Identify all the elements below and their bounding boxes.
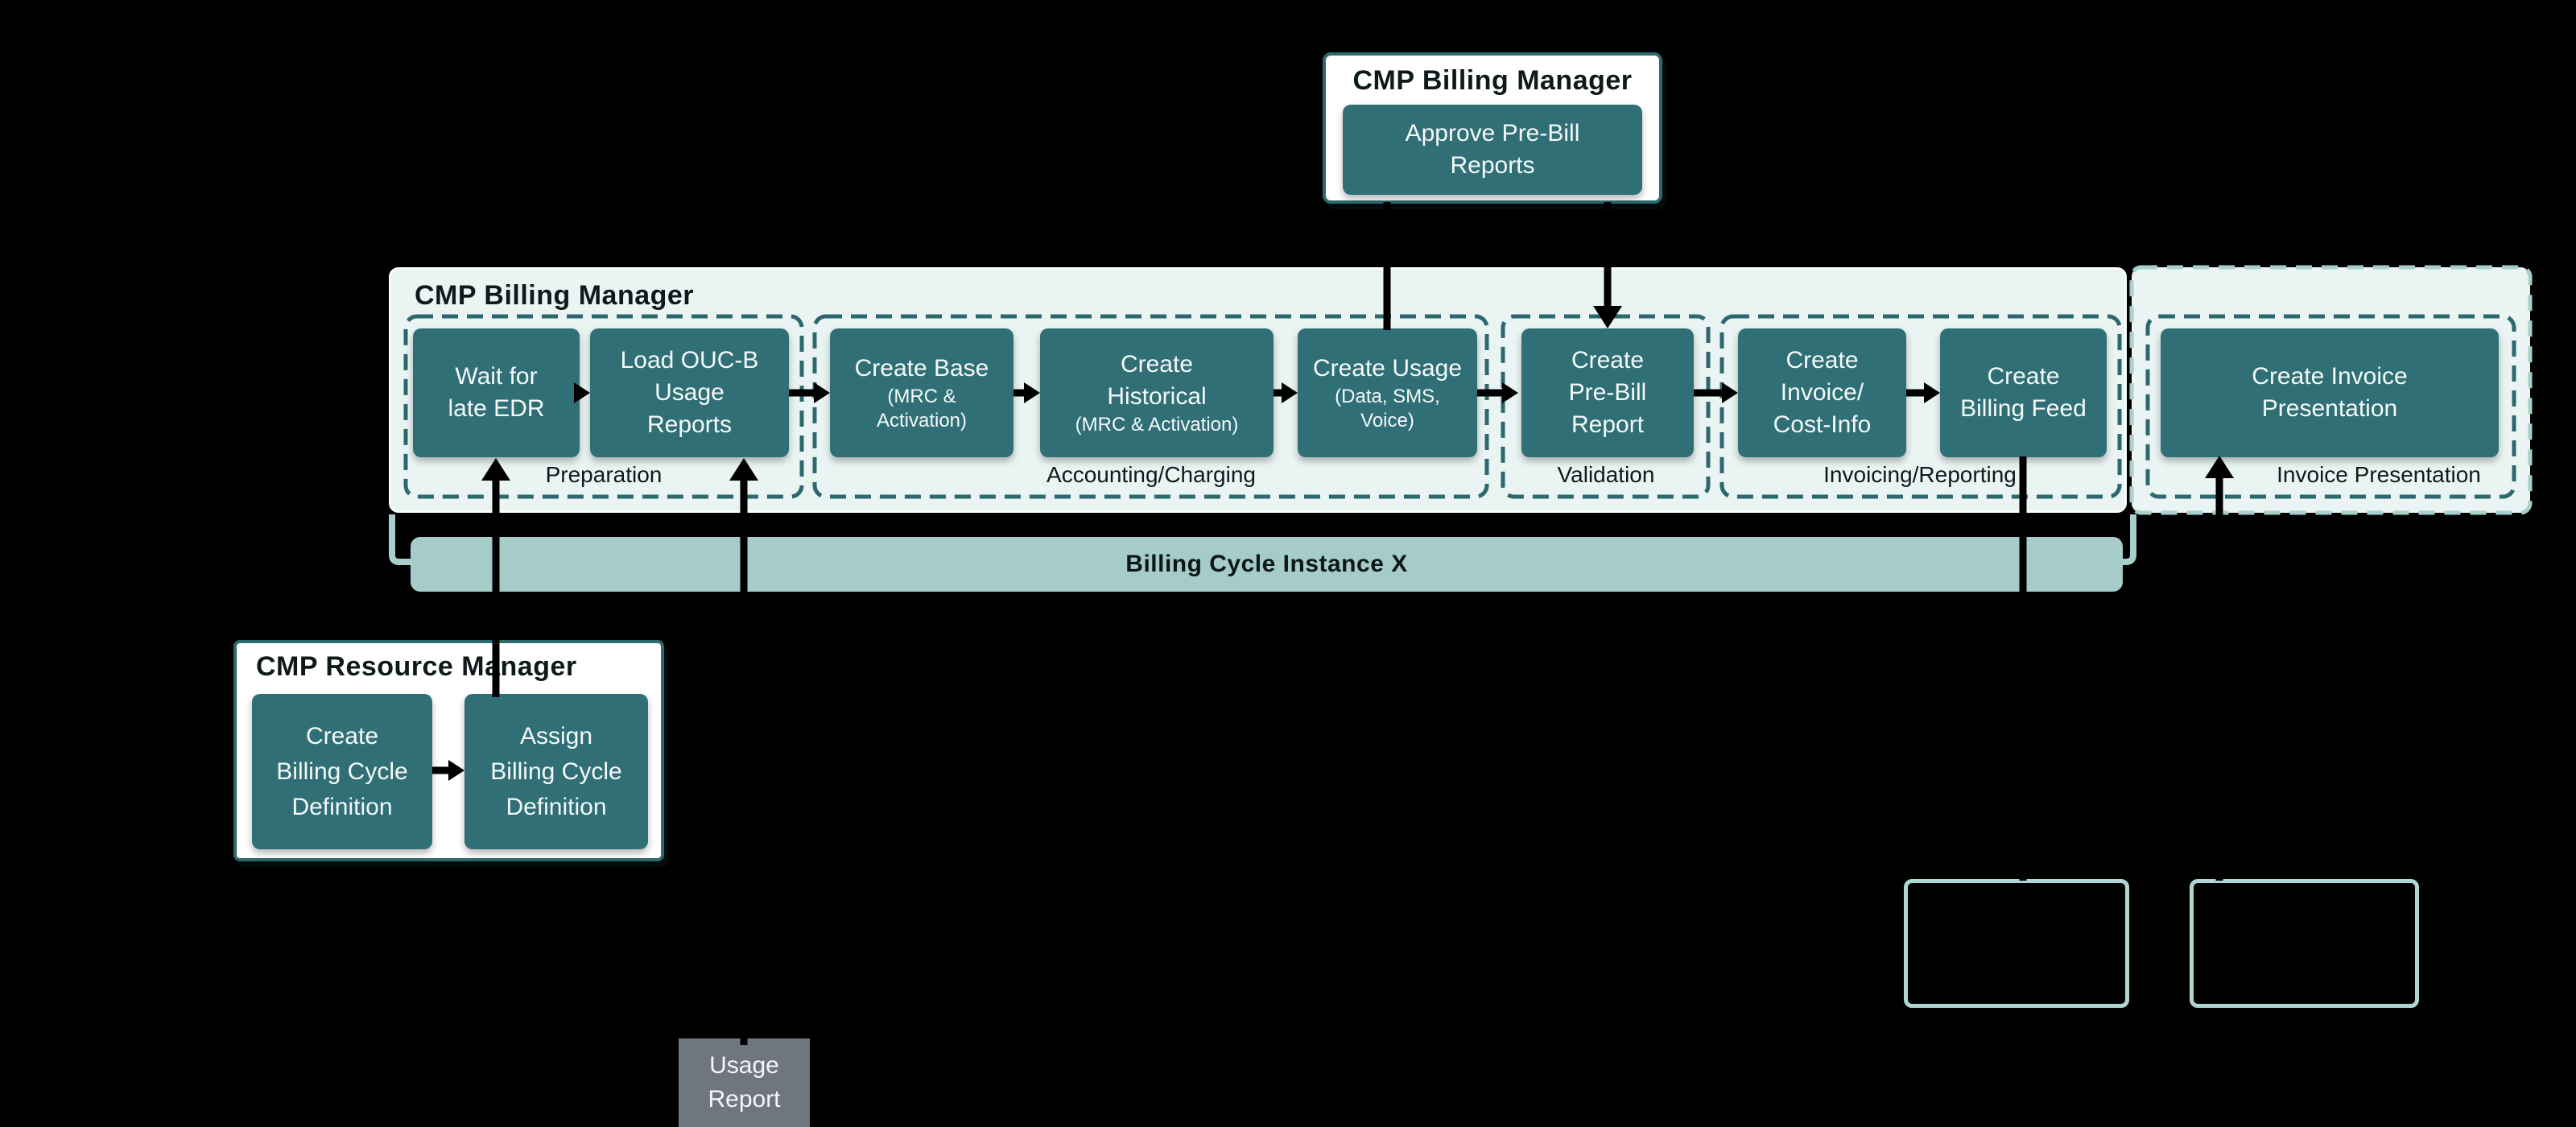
top-actor-title: CMP Billing Manager	[1352, 65, 1633, 96]
task-label: Create Billing Cycle Definition	[276, 722, 408, 820]
usage-report-artifact: Usage Report	[679, 1038, 810, 1127]
task-create-prebill-report: Create Pre-Bill Report	[1521, 328, 1694, 457]
task-assign-billing-cycle-definition: Assign Billing Cycle Definition	[464, 694, 648, 849]
empty-box-right	[2190, 879, 2419, 1008]
task-load-oucb-usage-reports: Load OUC-B Usage Reports	[590, 328, 789, 457]
main-lane-title: CMP Billing Manager	[415, 280, 695, 311]
task-label: Create Pre-Bill Report	[1568, 347, 1647, 438]
task-label: Create Invoice/ Cost-Info	[1773, 347, 1872, 438]
task-label: Load OUC-B Usage Reports	[620, 347, 759, 438]
sage-connector-left	[389, 514, 412, 565]
group-label-invoicing-reporting: Invoicing/Reporting	[1823, 462, 2017, 487]
task-create-invoice-cost-info: Create Invoice/ Cost-Info	[1738, 328, 1906, 457]
group-label-validation: Validation	[1557, 462, 1655, 487]
group-label-preparation: Preparation	[545, 462, 663, 487]
task-sublabel: (MRC & Activation)	[1075, 414, 1239, 436]
task-label: Assign Billing Cycle Definition	[490, 722, 622, 820]
bar-label: Billing Cycle Instance X	[1125, 551, 1408, 577]
top-actor-box: CMP Billing Manager Approve Pre-Bill Rep…	[1323, 52, 1662, 204]
group-label-invoice-presentation: Invoice Presentation	[2277, 462, 2481, 487]
resource-manager-box: CMP Resource Manager Create Billing Cycl…	[233, 640, 664, 861]
task-label: Create Historical	[1107, 351, 1207, 410]
resource-manager-title: CMP Resource Manager	[256, 651, 577, 682]
sage-connector-right	[2122, 514, 2136, 565]
billing-cycle-instance-bar: Billing Cycle Instance X	[411, 537, 2123, 592]
task-label: Approve Pre-Bill Reports	[1405, 120, 1580, 179]
task-label: Create Usage	[1312, 355, 1463, 382]
task-create-invoice-presentation: Create Invoice Presentation	[2161, 328, 2499, 457]
empty-box-left	[1904, 879, 2129, 1008]
task-label: Wait for late EDR	[448, 363, 545, 422]
task-approve-prebill-reports: Approve Pre-Bill Reports	[1343, 105, 1642, 195]
task-create-historical: Create Historical (MRC & Activation)	[1040, 328, 1274, 457]
task-sublabel: (Data, SMS, Voice)	[1335, 386, 1440, 431]
task-label: Create Billing Feed	[1960, 363, 2087, 422]
task-create-billing-cycle-definition: Create Billing Cycle Definition	[252, 694, 432, 849]
task-label: Create Invoice Presentation	[2252, 363, 2408, 422]
task-create-usage: Create Usage (Data, SMS, Voice)	[1298, 328, 1477, 457]
artifact-label: Usage Report	[708, 1052, 781, 1113]
group-label-accounting-charging: Accounting/Charging	[1046, 462, 1256, 487]
task-label: Create Base	[854, 355, 989, 382]
task-create-base: Create Base (MRC & Activation)	[830, 328, 1013, 457]
task-create-billing-feed: Create Billing Feed	[1940, 328, 2107, 457]
task-sublabel: (MRC & Activation)	[876, 386, 968, 431]
task-wait-for-late-edr: Wait for late EDR	[413, 328, 580, 457]
